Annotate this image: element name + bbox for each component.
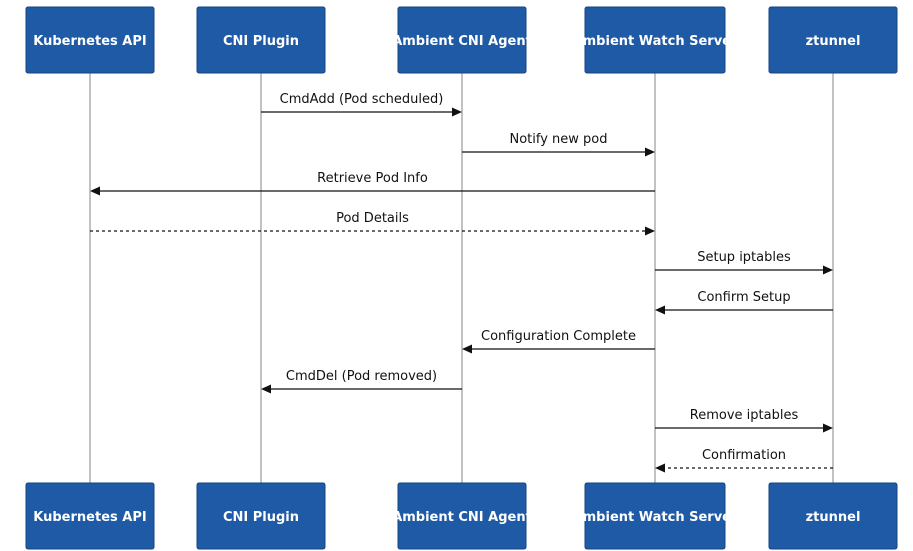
message-5: Setup iptables bbox=[655, 250, 833, 275]
message-1: CmdAdd (Pod scheduled) bbox=[261, 92, 462, 117]
participant-label: Ambient CNI Agent bbox=[392, 34, 532, 49]
arrowhead bbox=[462, 344, 472, 354]
participant-ztunnel-bottom: ztunnel bbox=[768, 482, 898, 550]
participant-box bbox=[768, 482, 898, 550]
participant-box bbox=[584, 6, 726, 74]
participant-cni-bottom: CNI Plugin bbox=[196, 482, 326, 550]
participant-label: Kubernetes API bbox=[33, 510, 146, 525]
message-label: Notify new pod bbox=[509, 132, 607, 147]
arrowhead bbox=[452, 107, 462, 117]
arrowhead bbox=[823, 265, 833, 275]
participant-k8s-top: Kubernetes API bbox=[25, 6, 155, 74]
arrowhead bbox=[655, 305, 665, 315]
message-label: CmdDel (Pod removed) bbox=[286, 369, 437, 384]
participant-label: Ambient CNI Agent bbox=[392, 510, 532, 525]
participant-box bbox=[768, 6, 898, 74]
message-9: Remove iptables bbox=[655, 408, 833, 433]
participant-label: Kubernetes API bbox=[33, 34, 146, 49]
message-label: Setup iptables bbox=[697, 250, 791, 265]
message-label: Retrieve Pod Info bbox=[317, 171, 428, 186]
participant-label: CNI Plugin bbox=[223, 34, 299, 49]
message-2: Notify new pod bbox=[462, 132, 655, 157]
participant-box bbox=[196, 6, 326, 74]
participant-label: Ambient Watch Server bbox=[573, 510, 738, 525]
messages: CmdAdd (Pod scheduled) Notify new podRetr… bbox=[90, 92, 833, 473]
message-label: Confirmation bbox=[702, 448, 786, 463]
participant-watch-top: Ambient Watch Server bbox=[573, 6, 738, 74]
arrowhead bbox=[645, 226, 655, 236]
message-8: CmdDel (Pod removed) bbox=[261, 369, 462, 394]
participant-cni-top: CNI Plugin bbox=[196, 6, 326, 74]
participant-box bbox=[397, 482, 527, 550]
participant-box bbox=[196, 482, 326, 550]
message-label: Pod Details bbox=[336, 211, 409, 226]
participant-box bbox=[25, 482, 155, 550]
message-7: Configuration Complete bbox=[462, 329, 655, 354]
actors-top: Kubernetes API CNI Plugin Ambient CNI Agen… bbox=[25, 6, 898, 74]
message-3: Retrieve Pod Info bbox=[90, 171, 655, 196]
participant-box bbox=[584, 482, 726, 550]
arrowhead bbox=[90, 186, 100, 196]
participant-box bbox=[397, 6, 527, 74]
message-label: Configuration Complete bbox=[481, 329, 636, 344]
participant-watch-bottom: Ambient Watch Server bbox=[573, 482, 738, 550]
arrowhead bbox=[823, 423, 833, 433]
participant-k8s-bottom: Kubernetes API bbox=[25, 482, 155, 550]
arrowhead bbox=[645, 147, 655, 157]
message-label: Confirm Setup bbox=[697, 290, 790, 305]
participant-label: Ambient Watch Server bbox=[573, 34, 738, 49]
participant-box bbox=[25, 6, 155, 74]
message-label: CmdAdd (Pod scheduled) bbox=[280, 92, 444, 107]
participant-agent-bottom: Ambient CNI Agent bbox=[392, 482, 532, 550]
participant-label: ztunnel bbox=[806, 34, 861, 49]
arrowhead bbox=[261, 384, 271, 394]
message-10: Confirmation bbox=[655, 448, 833, 473]
participant-ztunnel-top: ztunnel bbox=[768, 6, 898, 74]
arrowhead bbox=[655, 463, 665, 473]
message-4: Pod Details bbox=[90, 211, 655, 236]
lifelines bbox=[89, 73, 834, 483]
message-6: Confirm Setup bbox=[655, 290, 833, 315]
participant-label: ztunnel bbox=[806, 510, 861, 525]
actors-bottom: Kubernetes API CNI Plugin Ambient CNI Agen… bbox=[25, 482, 898, 550]
participant-label: CNI Plugin bbox=[223, 510, 299, 525]
message-label: Remove iptables bbox=[690, 408, 799, 423]
participant-agent-top: Ambient CNI Agent bbox=[392, 6, 532, 74]
